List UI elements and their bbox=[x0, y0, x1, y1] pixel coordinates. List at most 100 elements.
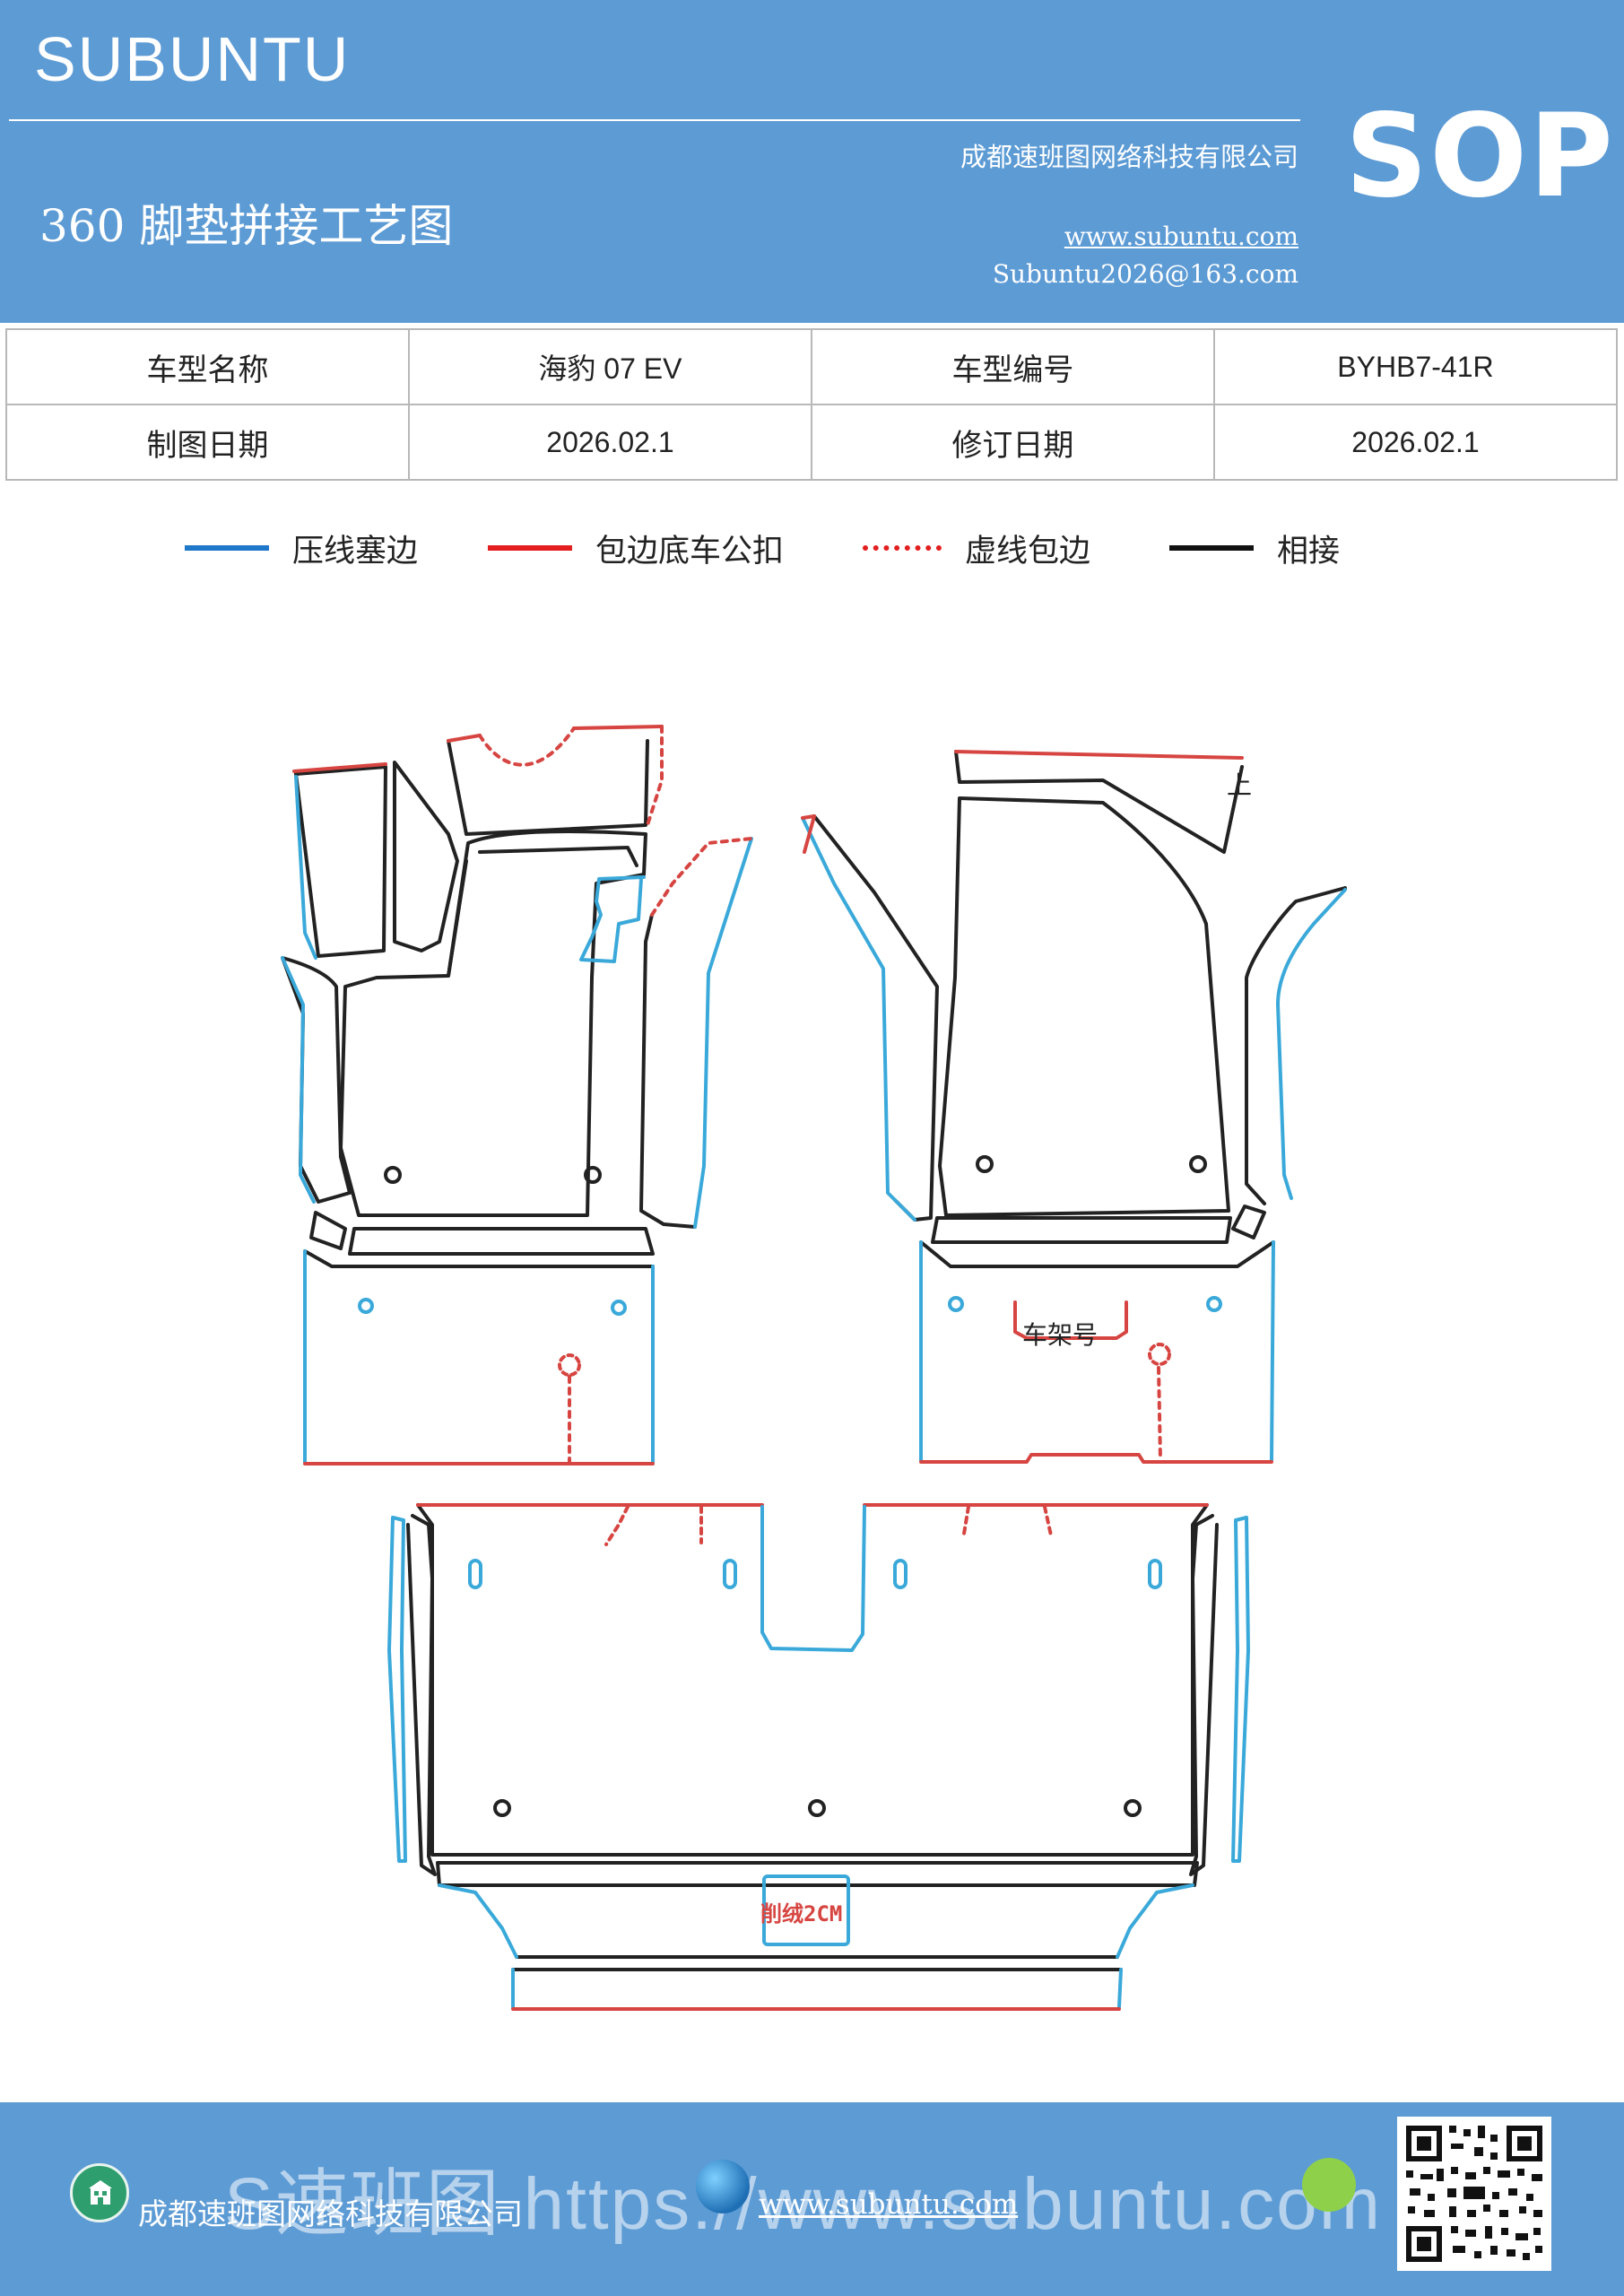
rear-left-strip bbox=[406, 1514, 437, 1876]
driver-lower-strip bbox=[309, 1211, 655, 1256]
email-address: Subuntu2026@163.com bbox=[992, 259, 1298, 289]
clip-hole bbox=[948, 1296, 964, 1312]
driver-upper-red-edge bbox=[447, 725, 664, 743]
driver-left-side bbox=[281, 956, 352, 1204]
mounting-hole bbox=[808, 1799, 826, 1817]
footer-website-link[interactable]: www.subuntu.com bbox=[759, 2188, 1019, 2221]
snap-hole bbox=[1148, 1343, 1171, 1366]
globe-icon bbox=[696, 2160, 750, 2213]
vin-window-label: 车架号 bbox=[1022, 1320, 1098, 1350]
slot-hole bbox=[468, 1559, 482, 1589]
driver-right-strip bbox=[639, 913, 697, 1229]
draw-date-label: 制图日期 bbox=[5, 404, 410, 481]
mounting-hole bbox=[1189, 1155, 1207, 1173]
legend-label: 包边底车公扣 bbox=[595, 533, 785, 570]
rear-dotted-cuts bbox=[604, 1505, 1053, 1546]
passenger-bottom-panel bbox=[919, 1240, 1275, 1268]
legend-item-dotted-binding: 虚线包边 bbox=[863, 526, 1090, 570]
driver-trim-piece bbox=[294, 765, 387, 958]
sop-badge: SOP bbox=[1345, 90, 1615, 223]
driver-left-side-blue bbox=[281, 956, 316, 1204]
clip-hole bbox=[358, 1298, 374, 1314]
passenger-left-strip-blue bbox=[801, 816, 916, 1222]
shave-area-label: 削绒2CM bbox=[760, 1901, 842, 1926]
model-name-value: 海豹 07 EV bbox=[407, 328, 812, 405]
model-name-label: 车型名称 bbox=[5, 328, 410, 405]
mounting-hole bbox=[1124, 1799, 1142, 1817]
legend-swatch bbox=[863, 545, 942, 551]
company-name: 成都速班图网络科技有限公司 bbox=[960, 142, 1298, 172]
qr-code bbox=[1397, 2117, 1551, 2271]
legend-item-edge-binding: 包边底车公扣 bbox=[488, 526, 784, 570]
draw-date-value: 2026.02.1 bbox=[407, 404, 812, 481]
rear-mat: 削绒2CM bbox=[387, 1503, 1250, 2011]
passenger-bottom-dotted bbox=[1157, 1366, 1162, 1462]
table-row: 车型名称 海豹 07 EV 车型编号 BYHB7-41R bbox=[5, 328, 1619, 405]
mounting-hole bbox=[493, 1799, 511, 1817]
legend-label: 虚线包边 bbox=[965, 533, 1091, 570]
driver-main-mat-inner bbox=[447, 846, 638, 978]
rear-right-strip-blue bbox=[1231, 1516, 1250, 1863]
rear-lower-panel-blue bbox=[438, 1883, 1194, 2009]
rear-left-strip-blue bbox=[387, 1516, 407, 1863]
passenger-left-strip-red bbox=[801, 814, 816, 854]
driver-main-mat bbox=[339, 830, 647, 1217]
mounting-hole bbox=[384, 1166, 402, 1184]
driver-right-strip-blue bbox=[693, 837, 753, 1229]
model-code-label: 车型编号 bbox=[810, 328, 1215, 405]
legend-swatch bbox=[185, 545, 269, 551]
driver-slanted-strip bbox=[393, 761, 459, 952]
driver-trim-red-edge bbox=[292, 762, 387, 773]
driver-front-mat bbox=[281, 725, 753, 1465]
mounting-hole bbox=[584, 1166, 602, 1184]
document-title: 360 脚垫拼接工艺图 bbox=[39, 200, 454, 252]
legend-item-press-line: 压线塞边 bbox=[185, 526, 418, 570]
top-mark-label: 上 bbox=[1227, 770, 1252, 800]
driver-bottom-panel-blue bbox=[303, 1249, 655, 1464]
driver-bottom-panel bbox=[303, 1249, 655, 1268]
legend-label: 压线塞边 bbox=[292, 533, 419, 570]
rear-main-panel bbox=[416, 1503, 1209, 1857]
passenger-front-mat: 上 车架号 bbox=[801, 750, 1347, 1464]
rear-right-strip bbox=[1189, 1514, 1219, 1876]
legend-item-joint: 相接 bbox=[1169, 526, 1340, 570]
passenger-bottom-panel-blue bbox=[919, 1240, 1275, 1462]
page-header: SUBUNTU 成都速班图网络科技有限公司 360 脚垫拼接工艺图 www.su… bbox=[0, 0, 1624, 323]
snap-hole bbox=[558, 1353, 581, 1377]
page-footer: S速班图 https://www.subuntu.com 成都速班图网络科技有限… bbox=[0, 2102, 1624, 2296]
footer-watermark: S速班图 https://www.subuntu.com bbox=[224, 2163, 1383, 2245]
slot-hole bbox=[1148, 1559, 1162, 1589]
legend-label: 相接 bbox=[1277, 533, 1341, 570]
driver-trim-blue-edge bbox=[294, 775, 317, 960]
header-divider bbox=[9, 119, 1300, 121]
passenger-main-mat bbox=[938, 796, 1230, 1217]
revise-date-value: 2026.02.1 bbox=[1212, 404, 1619, 481]
slot-hole bbox=[723, 1559, 737, 1589]
building-icon bbox=[70, 2163, 129, 2222]
passenger-right-strip bbox=[1245, 886, 1347, 1205]
revise-date-label: 修订日期 bbox=[810, 404, 1215, 481]
model-code-value: BYHB7-41R bbox=[1212, 328, 1619, 405]
driver-upper-block bbox=[447, 739, 649, 836]
passenger-bottom-panel-red bbox=[919, 1453, 1273, 1464]
driver-pocket-blue bbox=[579, 875, 646, 963]
passenger-right-strip-blue bbox=[1276, 888, 1347, 1200]
passenger-top-red bbox=[954, 750, 1244, 760]
rear-lower-panel bbox=[436, 1861, 1199, 1971]
wechat-icon bbox=[1302, 2158, 1356, 2212]
clip-hole bbox=[1206, 1296, 1222, 1312]
passenger-top-wedge bbox=[954, 750, 1244, 854]
shave-area bbox=[762, 1874, 850, 1946]
brand-name: SUBUNTU bbox=[34, 24, 351, 94]
legend-swatch bbox=[1169, 545, 1254, 551]
legend-swatch bbox=[488, 545, 572, 551]
clip-hole bbox=[611, 1300, 627, 1316]
vehicle-info-table: 车型名称 海豹 07 EV 车型编号 BYHB7-41R 制图日期 2026.0… bbox=[5, 328, 1619, 481]
driver-right-strip-dotted bbox=[650, 837, 753, 917]
vin-window-red bbox=[1013, 1300, 1128, 1340]
footer-company-name: 成都速班图网络科技有限公司 bbox=[138, 2196, 523, 2231]
slot-hole bbox=[893, 1559, 908, 1589]
table-row: 制图日期 2026.02.1 修订日期 2026.02.1 bbox=[5, 404, 1619, 481]
website-link[interactable]: www.subuntu.com bbox=[1064, 222, 1298, 251]
